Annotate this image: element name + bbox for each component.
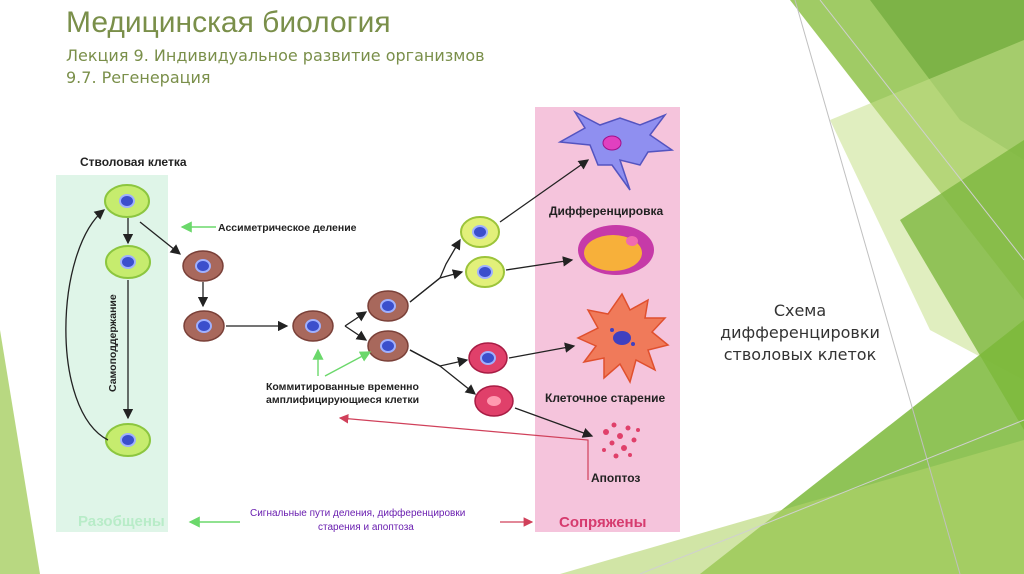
green-arrow-committed-to-cell5 [325,352,370,376]
committed-cell-1 [183,251,223,281]
arrow-to-senescent-up [410,350,467,366]
committed-label-line1: Коммитированные временно [266,381,419,393]
differentiated-oval-cell [578,225,654,275]
committed-cell-5 [368,331,408,361]
committed-cell-4 [368,291,408,321]
differentiating-cell-1 [461,217,499,247]
apoptosis-label: Апоптоз [591,471,640,485]
stem-cell-middle [106,246,150,278]
arrow-to-diff-up [410,240,460,302]
stem-cell-bottom [106,424,150,456]
senescent-cell-2 [475,386,513,416]
uncoupled-label: Разобщены [78,513,165,530]
arrow-split-up [345,312,366,326]
committed-cell-2 [184,311,224,341]
arrow-to-diff-down [410,272,462,302]
asymmetric-division-label: Ассиметрическое деление [218,222,357,234]
signaling-label-line2: старения и апоптоза [318,522,414,533]
senescent-cell-1 [469,343,507,373]
self-renewal-label: Самоподдержание [107,294,119,392]
arrow-split-down [345,326,366,340]
senescence-label: Клеточное старение [545,391,665,405]
stem-cell-top [105,185,149,217]
committed-label-line2: амплифицирующиеся клетки [266,394,419,406]
differentiating-cell-2 [466,257,504,287]
stem-cell-label: Стволовая клетка [80,155,187,169]
coupled-label: Сопряжены [559,514,646,531]
differentiation-label: Дифференцировка [549,204,663,218]
arrow-to-senescent-down [410,350,475,394]
committed-cell-3 [293,311,333,341]
signaling-label-line1: Сигнальные пути деления, дифференцировки [250,507,465,519]
